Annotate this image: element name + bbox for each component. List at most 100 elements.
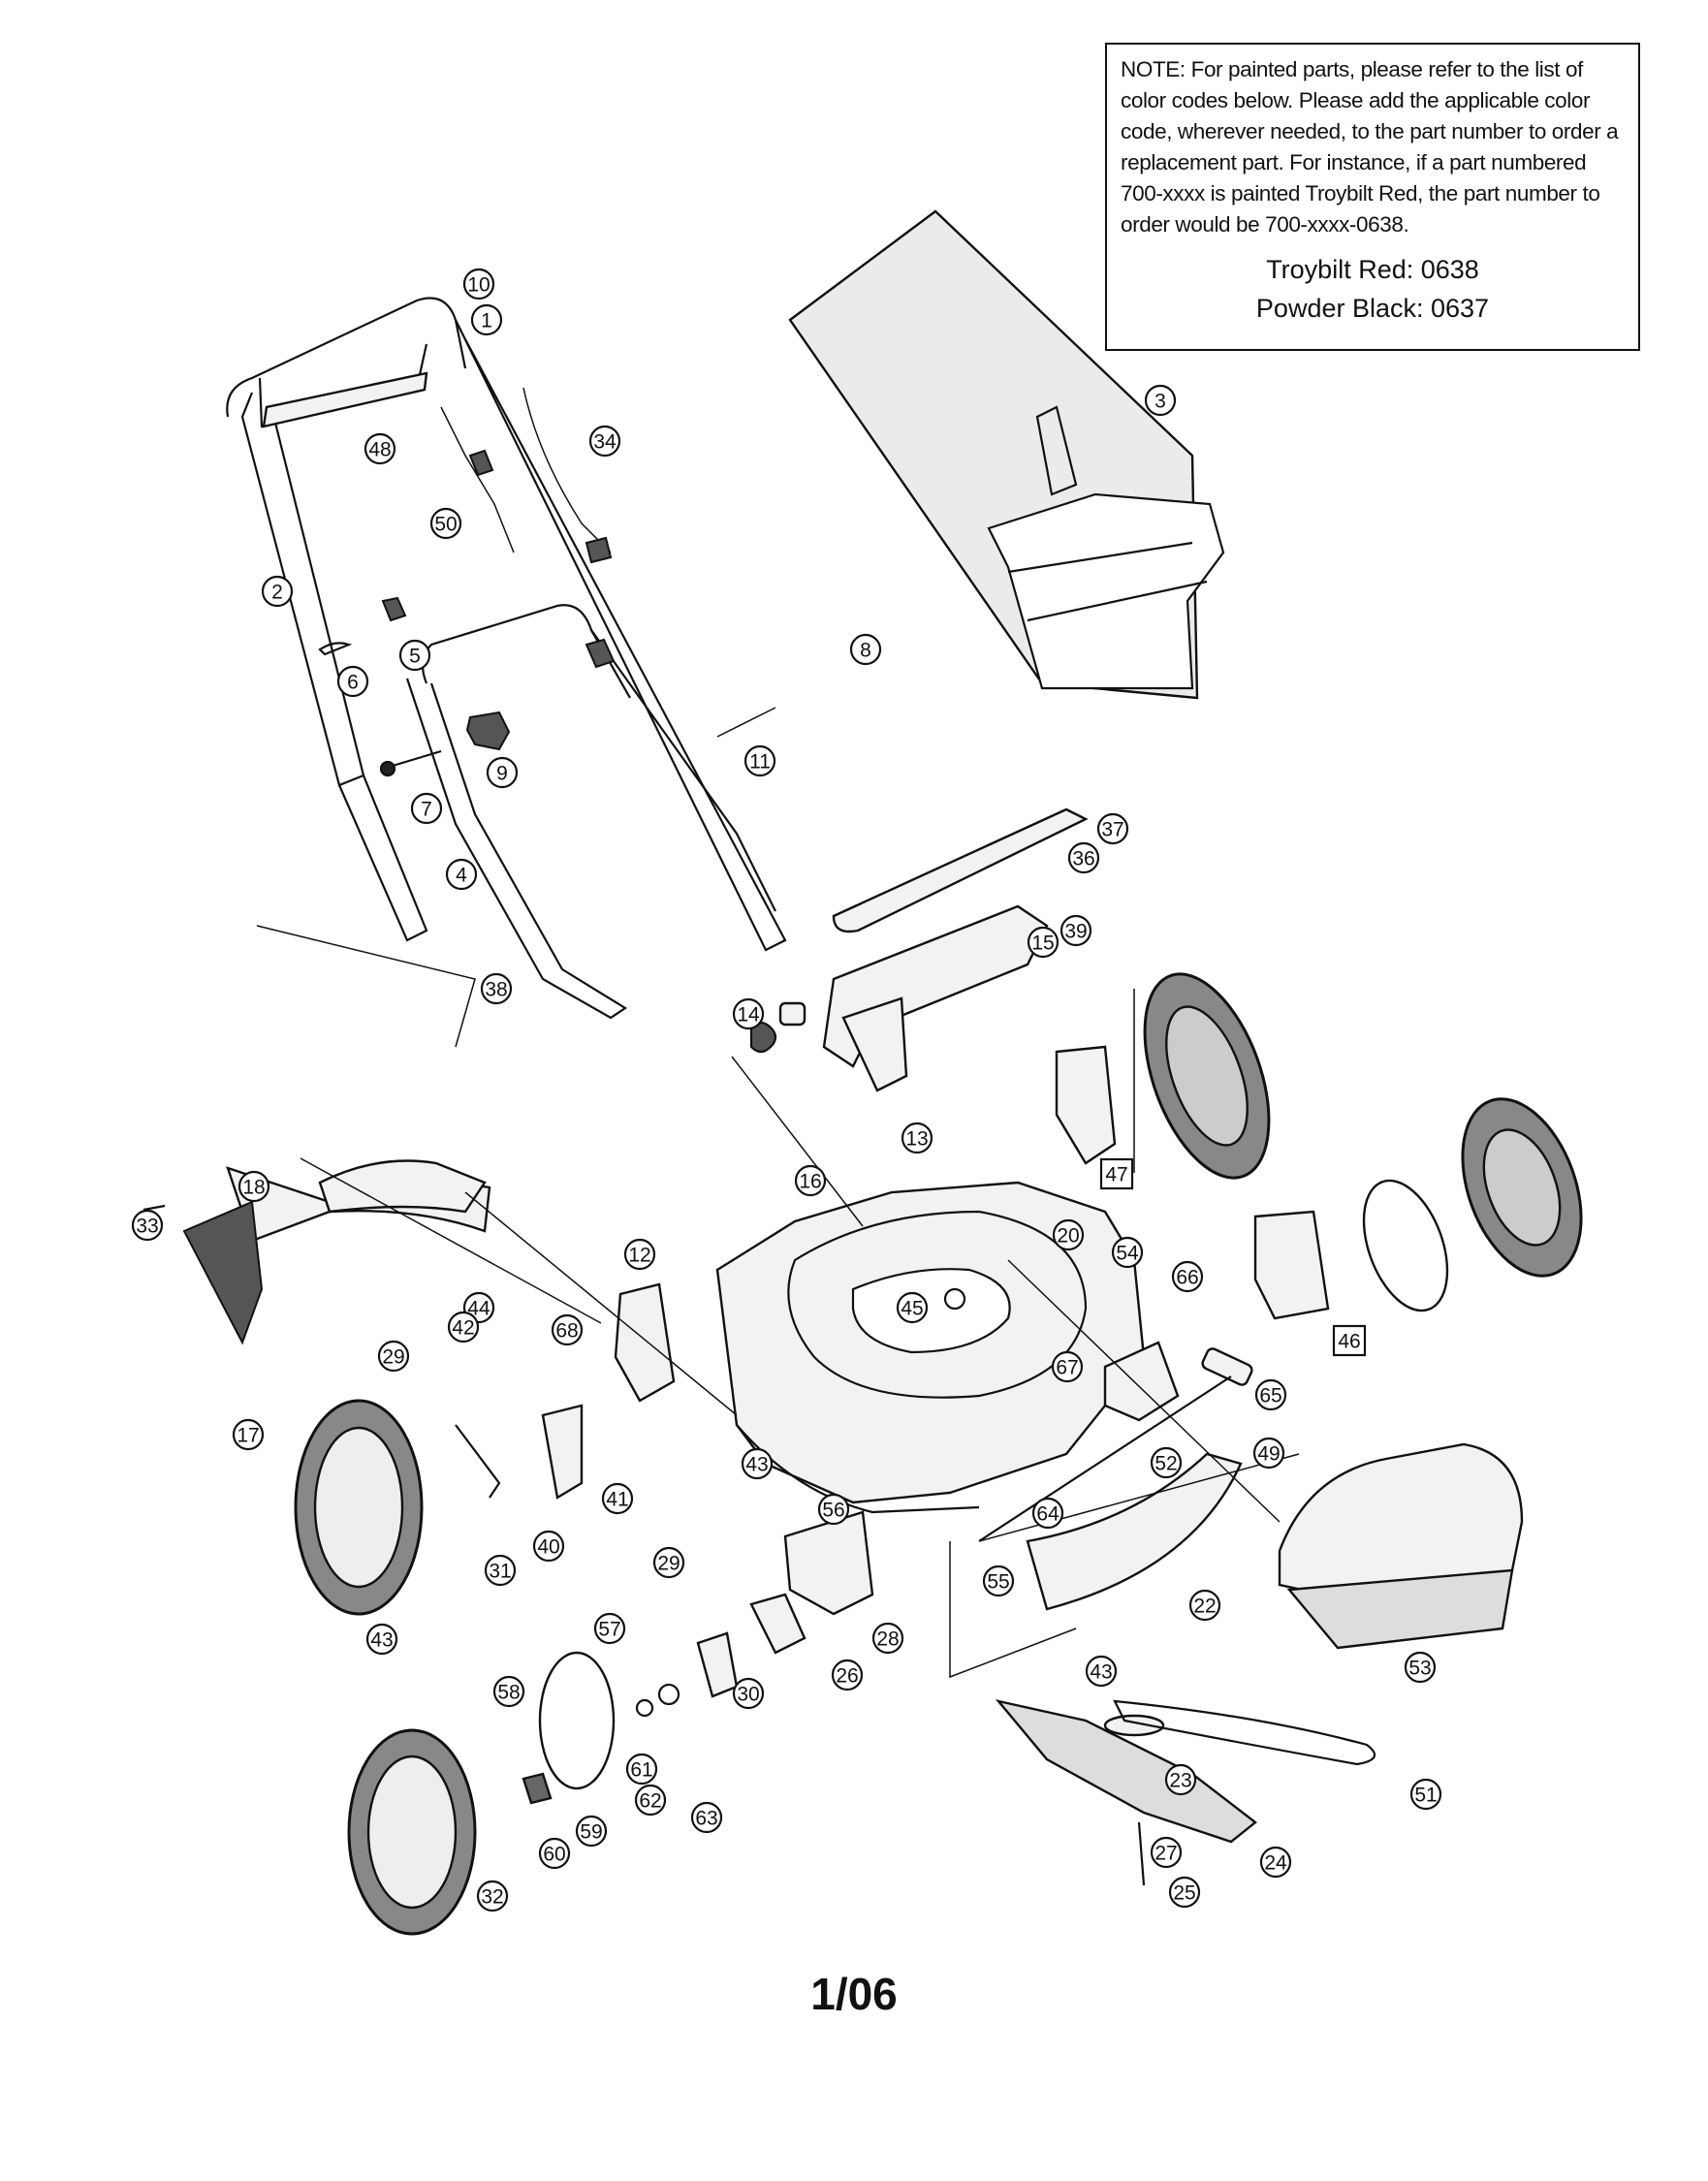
svg-text:6: 6 xyxy=(347,672,359,694)
callout-29: 29 xyxy=(652,1546,685,1579)
svg-text:10: 10 xyxy=(467,274,490,297)
blade-assembly xyxy=(995,1699,1376,1886)
callout-52: 52 xyxy=(1150,1446,1183,1479)
svg-text:57: 57 xyxy=(598,1619,620,1641)
callout-64: 64 xyxy=(1031,1497,1064,1530)
callout-32: 32 xyxy=(476,1880,509,1912)
callout-1: 1 xyxy=(470,303,503,336)
svg-text:2: 2 xyxy=(271,582,283,604)
callout-11: 11 xyxy=(743,744,776,777)
callout-57: 57 xyxy=(593,1612,626,1645)
callout-31: 31 xyxy=(484,1554,517,1587)
svg-text:4: 4 xyxy=(456,865,467,887)
callout-25: 25 xyxy=(1168,1876,1201,1909)
svg-text:50: 50 xyxy=(434,514,457,536)
callout-59: 59 xyxy=(575,1815,608,1848)
svg-text:55: 55 xyxy=(987,1571,1009,1594)
note-box: NOTE: For painted parts, please refer to… xyxy=(1105,43,1640,351)
callout-16: 16 xyxy=(794,1164,827,1197)
svg-text:14: 14 xyxy=(737,1004,760,1027)
callout-65: 65 xyxy=(1254,1378,1287,1411)
color-code-black: Powder Black: 0637 xyxy=(1255,294,1490,323)
callout-30: 30 xyxy=(732,1677,765,1710)
page-number: 1/06 xyxy=(810,1969,898,2019)
svg-text:44: 44 xyxy=(467,1298,490,1320)
svg-text:18: 18 xyxy=(242,1177,265,1199)
callout-43: 43 xyxy=(1085,1655,1118,1688)
svg-text:27: 27 xyxy=(1154,1843,1177,1865)
color-code-red: Troybilt Red: 0638 xyxy=(1266,255,1479,284)
callout-26: 26 xyxy=(831,1659,864,1691)
callout-28: 28 xyxy=(871,1622,904,1655)
svg-text:43: 43 xyxy=(370,1629,393,1652)
callout-2: 2 xyxy=(261,575,294,608)
callout-61: 61 xyxy=(625,1753,658,1786)
note-text: NOTE: For painted parts, please refer to… xyxy=(1121,57,1619,237)
callout-12: 12 xyxy=(623,1238,656,1271)
svg-text:54: 54 xyxy=(1116,1243,1139,1265)
callout-18: 18 xyxy=(237,1170,270,1203)
svg-text:16: 16 xyxy=(799,1171,821,1193)
svg-text:3: 3 xyxy=(1154,391,1166,413)
callout-15: 15 xyxy=(1027,926,1060,959)
svg-text:38: 38 xyxy=(485,979,507,1001)
svg-text:68: 68 xyxy=(555,1320,578,1343)
callout-54: 54 xyxy=(1111,1236,1144,1269)
callout-55: 55 xyxy=(982,1565,1015,1597)
svg-text:53: 53 xyxy=(1408,1658,1431,1680)
callout-60: 60 xyxy=(538,1837,571,1870)
svg-text:5: 5 xyxy=(409,646,421,668)
svg-text:41: 41 xyxy=(606,1489,628,1511)
svg-text:23: 23 xyxy=(1169,1770,1191,1792)
callout-67: 67 xyxy=(1051,1350,1084,1383)
svg-text:13: 13 xyxy=(905,1128,928,1151)
svg-text:64: 64 xyxy=(1036,1503,1060,1526)
callout-29: 29 xyxy=(377,1340,410,1373)
svg-text:65: 65 xyxy=(1259,1385,1281,1407)
callout-6: 6 xyxy=(336,665,369,698)
boxed-callout-46: 46 xyxy=(1332,1324,1367,1357)
svg-text:24: 24 xyxy=(1264,1852,1287,1875)
svg-text:45: 45 xyxy=(901,1298,923,1320)
svg-text:39: 39 xyxy=(1064,921,1087,943)
svg-text:7: 7 xyxy=(421,799,432,821)
svg-text:32: 32 xyxy=(481,1886,503,1909)
svg-text:43: 43 xyxy=(1090,1661,1112,1684)
svg-text:33: 33 xyxy=(136,1216,158,1238)
callout-63: 63 xyxy=(690,1801,723,1834)
cables xyxy=(440,387,776,738)
callout-66: 66 xyxy=(1171,1260,1204,1293)
height-adjusters xyxy=(455,1045,1117,1500)
leader-lines xyxy=(256,925,1300,1679)
svg-text:30: 30 xyxy=(737,1684,759,1706)
svg-text:11: 11 xyxy=(749,751,771,774)
callout-8: 8 xyxy=(849,633,882,666)
svg-text:49: 49 xyxy=(1257,1443,1280,1466)
svg-text:9: 9 xyxy=(496,763,508,785)
callout-5: 5 xyxy=(398,639,431,672)
svg-text:37: 37 xyxy=(1101,819,1123,841)
callout-50: 50 xyxy=(429,507,462,540)
boxed-callout-47: 47 xyxy=(1099,1157,1134,1190)
svg-text:1: 1 xyxy=(481,310,492,332)
svg-text:52: 52 xyxy=(1154,1453,1177,1475)
callout-49: 49 xyxy=(1252,1437,1285,1470)
svg-text:51: 51 xyxy=(1414,1785,1437,1807)
svg-text:63: 63 xyxy=(695,1808,717,1830)
svg-text:17: 17 xyxy=(237,1425,259,1447)
svg-text:67: 67 xyxy=(1056,1357,1078,1379)
callout-68: 68 xyxy=(551,1313,584,1346)
callout-36: 36 xyxy=(1067,841,1100,874)
upper-handle xyxy=(226,297,787,952)
callout-10: 10 xyxy=(462,268,495,300)
callout-4: 4 xyxy=(445,858,478,891)
svg-text:15: 15 xyxy=(1031,932,1054,955)
svg-text:26: 26 xyxy=(836,1665,858,1688)
callout-13: 13 xyxy=(901,1122,933,1154)
svg-text:31: 31 xyxy=(489,1561,511,1583)
svg-text:28: 28 xyxy=(876,1628,899,1651)
wheels xyxy=(294,972,1583,1936)
callout-45: 45 xyxy=(896,1291,929,1324)
